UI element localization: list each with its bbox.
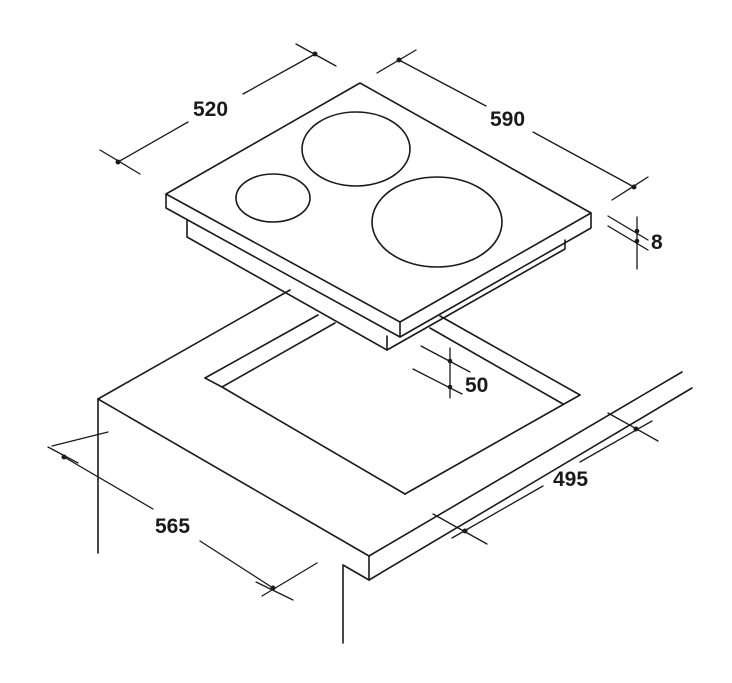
- cooking-zone-rear: [301, 111, 411, 187]
- dimension-50: 50: [412, 345, 488, 399]
- label-495: 495: [553, 468, 588, 491]
- label-520: 520: [193, 98, 228, 121]
- dimension-8: 8: [607, 215, 663, 270]
- label-590: 590: [490, 108, 525, 131]
- cooking-zone-small: [235, 173, 311, 223]
- hob: [165, 82, 592, 351]
- label-50: 50: [465, 374, 488, 397]
- label-8: 8: [651, 231, 663, 254]
- dimension-520: 520: [99, 43, 337, 175]
- label-565: 565: [155, 515, 190, 538]
- cutout-opening: [204, 314, 581, 495]
- dimension-495: 495: [432, 412, 659, 545]
- countertop: [97, 289, 693, 644]
- dimension-590: 590: [376, 49, 649, 201]
- dimension-565: 565: [47, 431, 318, 601]
- cooking-zone-large: [371, 176, 503, 268]
